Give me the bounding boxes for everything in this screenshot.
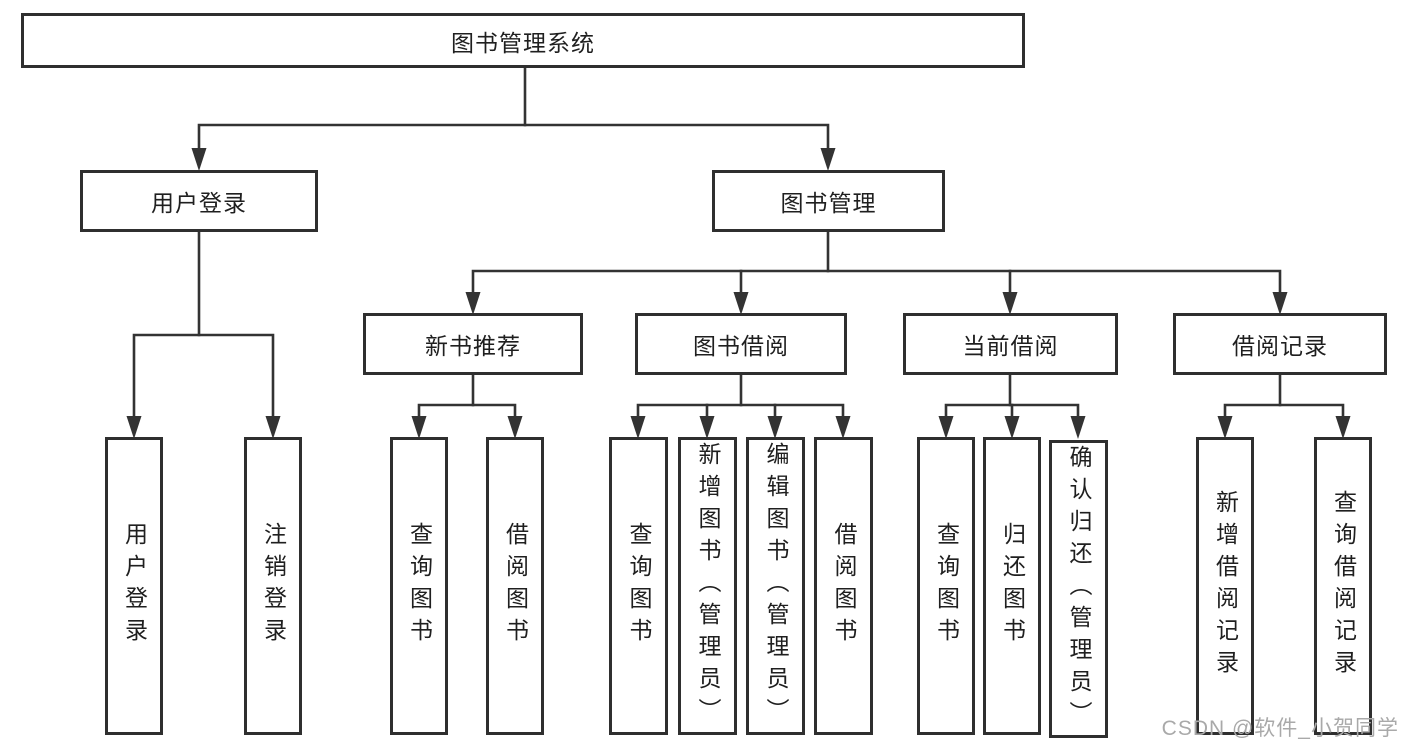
node-label: 图书管理系统 — [451, 29, 595, 56]
node-new-book-recommendation: 新书推荐 — [363, 313, 583, 375]
node-label: 用户登录 — [151, 190, 247, 216]
node-label: 借阅图书 — [831, 522, 857, 650]
leaf-rec-query-books: 查询图书 — [390, 437, 448, 735]
leaf-logout: 注销登录 — [244, 437, 302, 735]
csdn-watermark: CSDN @软件_小贺同学 — [1161, 717, 1399, 740]
leaf-add-books-admin: 新增图书（管理员） — [678, 437, 737, 735]
node-label: 新增图书（管理员） — [695, 442, 721, 730]
leaf-edit-books-admin: 编辑图书（管理员） — [746, 437, 805, 735]
node-label: 新增借阅记录 — [1212, 490, 1239, 682]
node-label: 图书管理 — [780, 190, 877, 216]
arrowheads — [126, 148, 1351, 439]
node-label: 借阅记录 — [1232, 333, 1328, 359]
node-label: 查询图书 — [933, 522, 960, 650]
node-label: 查询借阅记录 — [1330, 490, 1357, 682]
leaf-rec-borrow-books: 借阅图书 — [486, 437, 544, 735]
node-label: 编辑图书（管理员） — [763, 442, 789, 730]
leaf-confirm-return-admin: 确认归还（管理员） — [1049, 440, 1108, 738]
leaf-borrow-books: 借阅图书 — [814, 437, 873, 735]
leaf-user-login: 用户登录 — [105, 437, 163, 735]
node-current-borrowing: 当前借阅 — [903, 313, 1118, 375]
node-user-login: 用户登录 — [80, 170, 318, 232]
node-label: 查询图书 — [626, 522, 652, 650]
leaf-return-books: 归还图书 — [983, 437, 1041, 735]
node-label: 归还图书 — [999, 522, 1026, 650]
node-borrowing-records: 借阅记录 — [1173, 313, 1387, 375]
node-book-borrowing: 图书借阅 — [635, 313, 847, 375]
node-root-system: 图书管理系统 — [21, 13, 1025, 68]
node-label: 查询图书 — [406, 522, 433, 650]
node-book-management: 图书管理 — [712, 170, 945, 232]
leaf-add-borrow-record: 新增借阅记录 — [1196, 437, 1254, 735]
node-label: 确认归还（管理员） — [1066, 445, 1092, 733]
leaf-current-query-books: 查询图书 — [917, 437, 975, 735]
node-label: 借阅图书 — [502, 522, 529, 650]
leaf-borrow-query-books: 查询图书 — [609, 437, 668, 735]
leaf-query-borrow-record: 查询借阅记录 — [1314, 437, 1372, 735]
node-label: 新书推荐 — [425, 333, 521, 359]
node-label: 用户登录 — [121, 522, 148, 650]
node-label: 当前借阅 — [962, 333, 1059, 359]
node-label: 注销登录 — [260, 522, 287, 650]
node-label: 图书借阅 — [693, 333, 789, 359]
